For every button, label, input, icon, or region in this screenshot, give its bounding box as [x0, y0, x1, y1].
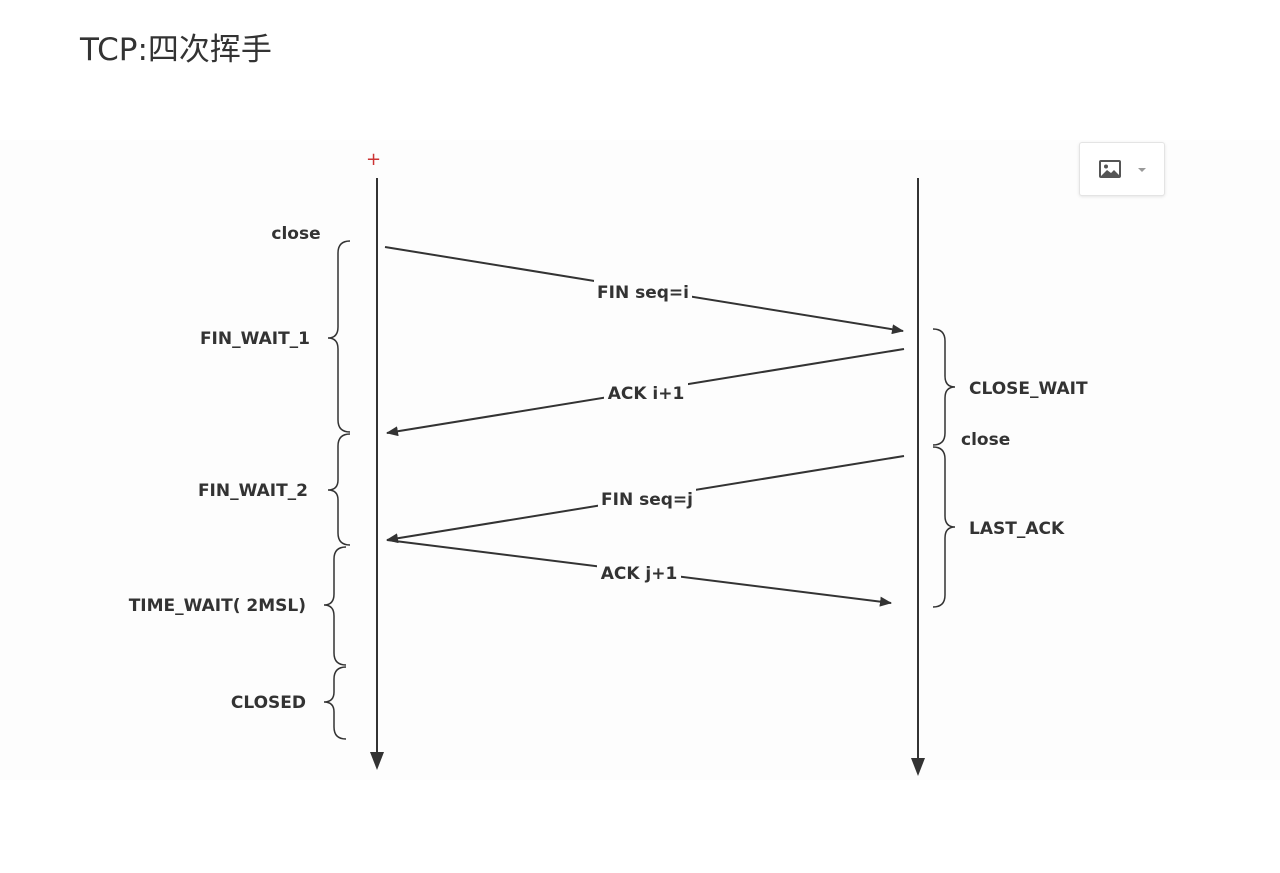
message-label-bg-4	[597, 561, 681, 583]
client-lifeline-arrow	[370, 752, 384, 770]
caret-down-icon	[1138, 168, 1146, 172]
brace-last-ack	[932, 446, 956, 608]
message-label-bg-1	[594, 280, 692, 302]
message-label-fin-i: FIN seq=i	[597, 283, 689, 303]
message-label-ack-j: ACK j+1	[601, 564, 678, 584]
message-label-bg-2	[604, 381, 688, 403]
brace-fin-wait-1	[327, 240, 351, 433]
image-options-button[interactable]	[1079, 142, 1165, 196]
server-lifeline-arrow	[911, 758, 925, 776]
message-label-fin-j: FIN seq=j	[601, 490, 693, 510]
image-icon	[1099, 160, 1121, 178]
brace-fin-wait-2	[327, 433, 351, 546]
diagram-background	[0, 140, 1280, 780]
state-close-wait: CLOSE_WAIT	[969, 379, 1088, 399]
state-closed: CLOSED	[231, 693, 306, 713]
state-time-wait: TIME_WAIT( 2MSL)	[129, 596, 306, 616]
message-label-ack-i: ACK i+1	[608, 384, 685, 404]
state-fin-wait-2: FIN_WAIT_2	[198, 481, 308, 501]
plus-marker-icon: +	[366, 149, 381, 170]
page-title: TCP:四次挥手	[80, 32, 272, 68]
brace-close-wait	[932, 328, 956, 446]
message-label-bg-3	[598, 487, 696, 509]
client-close-label: close	[271, 224, 320, 244]
brace-closed	[323, 666, 347, 740]
brace-time-wait	[323, 546, 347, 666]
server-close-label: close	[961, 430, 1010, 450]
state-fin-wait-1: FIN_WAIT_1	[200, 329, 310, 349]
state-last-ack: LAST_ACK	[969, 519, 1065, 539]
